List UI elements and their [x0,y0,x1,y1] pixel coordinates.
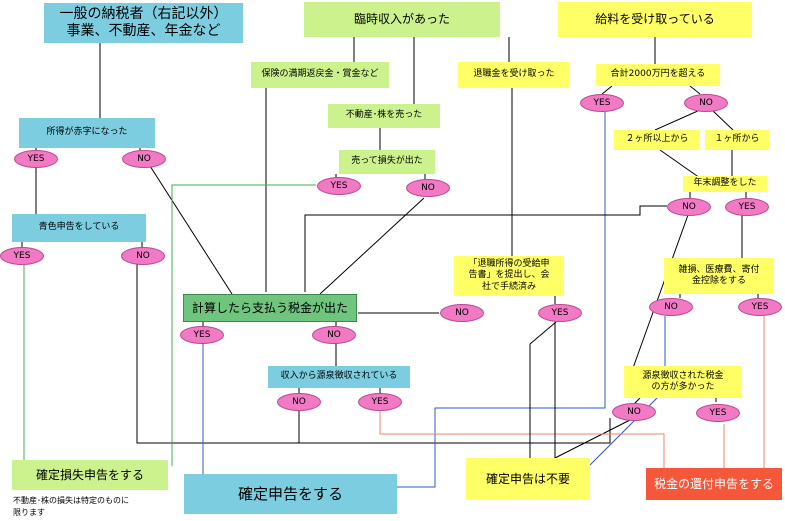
withheld-more-no-oval: NO [612,403,656,421]
tax-due-box: 計算したら支払う税金が出た [183,294,357,322]
connector [529,321,557,345]
connector [689,85,701,95]
insurance-box: 保険の満期返戻金・賞金など [251,62,389,88]
withheld-more-yes-oval: YES [696,404,740,422]
real-estate-stock-box: 不動産･株を売った [328,104,440,128]
connector [319,197,425,295]
connector [654,109,701,131]
one-place-box: １ヶ所から [705,130,769,150]
connector [632,214,689,369]
over-20m-box: 合計2000万円を超える [596,64,720,86]
not-required-box: 確定申告は不要 [466,458,590,500]
refund-box: 税金の還付申告をする [646,468,782,500]
connector [711,109,734,131]
withheld-yes-oval: YES [358,393,402,411]
retirement-form-box: 「退職所得の受給申 告書」を提出し、会 社で手続済み [454,256,564,296]
deficit-no-oval: NO [122,150,166,168]
blue-return-box: 青色申告をしている [12,214,146,242]
connector [304,205,667,292]
connector [601,85,613,95]
withheld-no-oval: NO [277,393,321,411]
connector [554,419,631,459]
connector [379,410,665,468]
temp-income-box: 臨時収入があった [304,2,500,37]
final-return-box: 確定申告をする [184,474,397,514]
sold-loss-box: 売って損失が出た [339,150,435,174]
sold-loss-yes-oval: YES [317,177,361,195]
deductions-box: 雑損、医療費、寄付 金控除をする [664,258,774,294]
blue-no-oval: NO [121,247,165,265]
sold-loss-no-oval: NO [406,179,450,197]
connector [659,149,701,179]
retirement-box: 退職金を受け取った [458,62,570,88]
deductions-no-oval: NO [649,298,693,316]
final-loss-box: 確定損失申告をする [12,460,168,490]
over-20m-no-oval: NO [684,94,728,112]
blue-yes-oval: YES [0,247,44,265]
deductions-yes-oval: YES [738,298,782,316]
footnote: 不動産･株の損失は特定のものに 限ります [13,496,129,517]
two-or-more-box: ２ヶ所以上から [614,130,700,150]
connector [171,184,316,466]
salary-box: 給料を受け取っている [558,2,752,37]
tax-due-no-oval: NO [312,326,356,344]
connector [149,165,233,295]
tax-due-no-oval-right: NO [440,304,484,322]
deficit-box: 所得が赤字になった [19,118,155,148]
connector [397,112,606,488]
year-end-yes-oval: YES [725,198,769,216]
general-taxpayer-box: 一般の納税者（右記以外） 事業、不動産、年金など [44,3,243,43]
over-20m-yes-oval: YES [580,94,624,112]
withheld-more-box: 源泉徴収された税金 の方が多かった [624,366,742,398]
retirement-form-yes-oval: YES [538,304,582,322]
withheld-box: 収入から源泉徴収されている [268,366,410,388]
year-end-box: 年末調整をした [683,176,767,192]
tax-due-yes-oval: YES [180,326,224,344]
year-end-no-oval: NO [667,198,711,216]
deficit-yes-oval: YES [14,150,58,168]
